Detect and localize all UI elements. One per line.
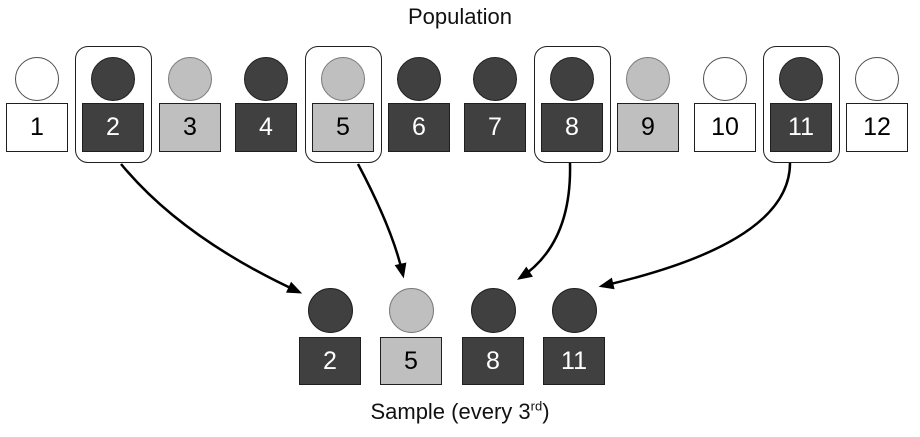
population-person-7-number: 7 xyxy=(488,113,502,141)
population-person-3-head-icon xyxy=(168,57,212,101)
population-person-8-head-icon xyxy=(550,57,594,101)
population-person-9-body: 9 xyxy=(617,103,679,152)
sample-label-text: Sample (every 3 xyxy=(370,399,531,424)
sample-label-close-paren: ) xyxy=(542,399,550,424)
population-person-12-number: 12 xyxy=(863,113,891,141)
population-person-4-head-icon xyxy=(244,57,288,101)
sample-person-5-head-icon xyxy=(388,288,434,333)
population-person-3-body: 3 xyxy=(159,103,221,152)
population-person-10-head-icon xyxy=(703,57,747,101)
sample-person-5-body: 5 xyxy=(380,337,442,385)
population-person-6-head-icon xyxy=(397,57,441,101)
sample-person-2-number: 2 xyxy=(323,346,337,375)
population-person-4-number: 4 xyxy=(259,113,273,141)
population-person-11-number: 11 xyxy=(788,113,814,141)
population-person-4-body: 4 xyxy=(235,103,297,152)
population-person-7-head-icon xyxy=(473,57,517,101)
population-person-12-head-icon xyxy=(855,57,899,101)
selection-outline-2 xyxy=(74,46,152,163)
sample-person-11-body: 11 xyxy=(543,337,605,385)
population-person-6-body: 6 xyxy=(388,103,450,152)
sample-label-superscript: rd xyxy=(530,398,543,414)
population-person-5-number: 5 xyxy=(336,113,350,141)
sample-person-11-head-icon xyxy=(551,288,597,333)
population-person-7-body: 7 xyxy=(464,103,526,152)
population-person-10-body: 10 xyxy=(694,103,756,152)
sample-person-5-number: 5 xyxy=(404,346,418,375)
population-person-11-head-icon xyxy=(779,57,823,101)
population-person-9-head-icon xyxy=(626,57,670,101)
population-person-1-head-icon xyxy=(15,57,59,101)
population-person-5-body: 5 xyxy=(312,103,374,152)
arrow-from-5-to-sample-5 xyxy=(356,163,407,279)
arrow-from-2-to-sample-2 xyxy=(120,163,303,294)
sample-person-2-body: 2 xyxy=(299,337,361,385)
sample-person-8-body: 8 xyxy=(462,337,524,385)
population-person-2-body: 2 xyxy=(82,103,144,152)
sample-person-8-head-icon xyxy=(470,288,516,333)
population-person-3-number: 3 xyxy=(183,113,197,141)
population-person-10-number: 10 xyxy=(711,113,739,141)
population-person-8-body: 8 xyxy=(541,103,603,152)
population-person-1-body: 1 xyxy=(6,103,68,152)
sample-person-8-number: 8 xyxy=(486,346,500,375)
population-person-11-body: 11 xyxy=(770,103,832,152)
arrow-from-11-to-sample-11 xyxy=(598,162,792,290)
population-person-2-number: 2 xyxy=(106,113,120,141)
population-person-5-head-icon xyxy=(321,57,365,101)
population-person-9-number: 9 xyxy=(641,113,655,141)
selection-outline-11 xyxy=(762,46,840,163)
population-person-2-head-icon xyxy=(91,57,135,101)
sample-person-2-head-icon xyxy=(307,288,353,333)
population-title: Population xyxy=(408,4,512,29)
population-person-6-number: 6 xyxy=(412,113,426,141)
population-person-12-body: 12 xyxy=(846,103,908,152)
population-person-8-number: 8 xyxy=(565,113,579,141)
arrow-from-8-to-sample-8 xyxy=(517,162,572,280)
sample-person-11-number: 11 xyxy=(561,346,587,375)
selection-outline-8 xyxy=(533,46,611,163)
sample-label: Sample (every 3rd) xyxy=(0,399,920,425)
selection-outline-5 xyxy=(304,46,382,163)
population-person-1-number: 1 xyxy=(30,113,44,141)
